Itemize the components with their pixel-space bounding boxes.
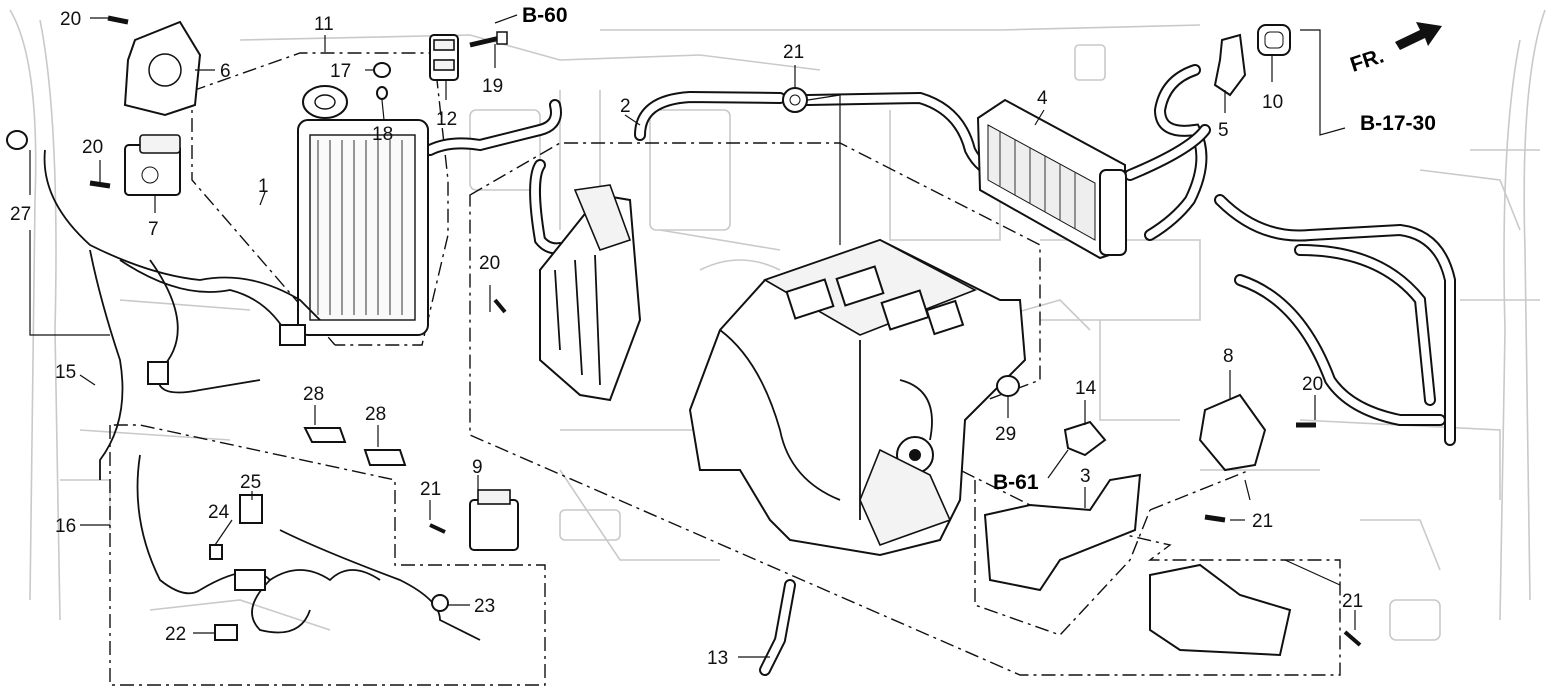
callout-8: 8	[1223, 346, 1234, 367]
callout-13: 13	[707, 648, 728, 669]
hose-clip	[1213, 33, 1247, 97]
callout-21: 21	[420, 479, 441, 500]
callout-7: 7	[148, 219, 159, 240]
callout-27: 27	[10, 204, 31, 225]
ref-front: FR.	[1347, 44, 1386, 76]
callout-11: 11	[314, 14, 334, 35]
grommet-22	[782, 87, 808, 113]
callout-20: 20	[60, 9, 81, 30]
callout-4: 4	[1037, 88, 1048, 109]
callout-18: 18	[372, 124, 393, 145]
callout-9: 9	[472, 457, 483, 478]
callout-28: 28	[365, 404, 386, 425]
callout-1: 1	[258, 176, 269, 197]
pads-28	[303, 427, 407, 466]
callout-6: 6	[220, 61, 231, 82]
ref-b17-30: B-17-30	[1360, 112, 1436, 135]
leader-lines	[29, 14, 1356, 658]
air-intake-duct	[539, 184, 642, 402]
heater-core	[976, 98, 1127, 260]
callout-19: 19	[482, 76, 503, 97]
callout-28: 28	[303, 384, 324, 405]
callout-17: 17	[330, 61, 351, 82]
seal-10	[1257, 24, 1291, 56]
bolt-19	[469, 31, 508, 48]
sensor-14	[1063, 420, 1107, 457]
callout-20: 20	[1302, 374, 1323, 395]
callout-5: 5	[1218, 120, 1229, 141]
front-arrow-icon	[1395, 22, 1442, 50]
callout-10: 10	[1262, 92, 1283, 113]
lower-duct	[1149, 563, 1292, 657]
wire-harness-16	[136, 454, 481, 641]
callout-29: 29	[995, 424, 1016, 445]
callout-15: 15	[55, 362, 76, 383]
callout-3: 3	[1080, 466, 1091, 487]
callout-21: 20	[479, 253, 500, 274]
actuator-bracket	[123, 20, 202, 117]
expansion-valve	[429, 34, 459, 81]
power-transistor	[469, 489, 519, 551]
duct-3	[983, 473, 1142, 592]
ref-b61: B-61	[993, 471, 1039, 494]
callout-24: 23	[474, 596, 495, 617]
wire-harness-15	[43, 149, 321, 480]
hvac-unit-housing	[688, 238, 1027, 557]
mode-motor	[124, 134, 181, 196]
callout-23: 22	[165, 624, 186, 645]
evaporator-core	[297, 85, 429, 336]
callout-2: 2	[620, 96, 631, 117]
grommet-27	[6, 130, 28, 150]
callout-25: 24	[208, 502, 230, 523]
callout-12: 12	[436, 109, 457, 130]
callout-16: 16	[55, 516, 76, 537]
ref-b60: B-60	[522, 4, 568, 27]
callout-20: 20	[82, 137, 103, 158]
blower-resistor	[1198, 393, 1267, 472]
callout-21: 21	[1252, 511, 1273, 532]
callout-22: 21	[783, 42, 804, 63]
callout-21: 21	[1342, 591, 1363, 612]
callout-14: 14	[1075, 378, 1097, 399]
grommet-29	[996, 375, 1020, 397]
fasteners	[89, 15, 1362, 647]
connectors	[209, 544, 449, 641]
o-rings	[373, 62, 391, 100]
callout-26: 25	[240, 472, 261, 493]
